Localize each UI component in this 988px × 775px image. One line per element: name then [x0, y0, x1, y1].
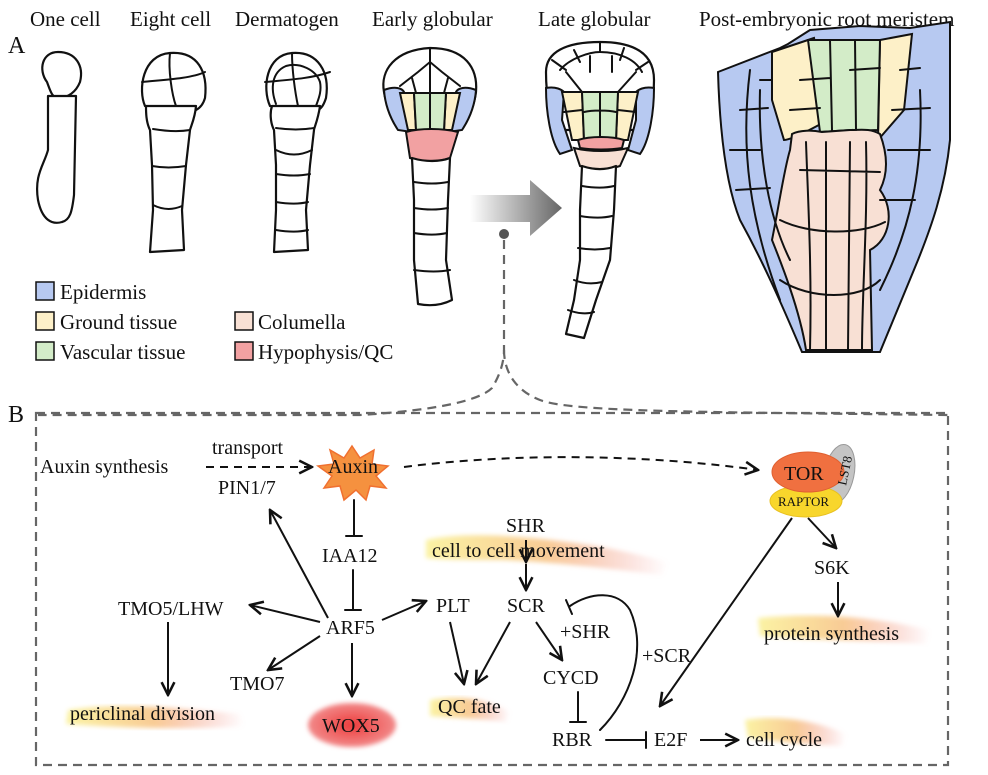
node-protein-synthesis: protein synthesis	[764, 623, 899, 645]
legend-item-hypophysis-qc: Hypophysis/QC	[234, 340, 393, 364]
node-tmo7: TMO7	[230, 673, 284, 695]
node-cell-movement: cell to cell movement	[432, 540, 605, 562]
node-lst8: LST8	[834, 455, 855, 487]
columella-swatch	[234, 311, 254, 331]
node-rbr: RBR	[552, 729, 593, 751]
embryo-eight-cell	[141, 51, 207, 254]
svg-text:Columella: Columella	[258, 310, 346, 334]
epidermis-swatch	[35, 281, 55, 301]
label-plus-shr: +SHR	[560, 621, 611, 643]
node-cycd: CYCD	[543, 667, 599, 689]
node-qc-fate: QC fate	[438, 696, 501, 718]
stage-title-one-cell: One cell	[30, 7, 101, 31]
vascular-swatch	[35, 341, 55, 361]
svg-text:Vascular tissue: Vascular tissue	[60, 340, 185, 364]
embryo-dermatogen	[264, 51, 331, 254]
label-plus-scr: +SCR	[642, 645, 692, 667]
legend: Epidermis Ground tissue Vascular tissue …	[35, 280, 393, 364]
legend-item-epidermis: Epidermis	[35, 280, 146, 304]
svg-text:Hypophysis/QC: Hypophysis/QC	[258, 340, 393, 364]
svg-text:Epidermis: Epidermis	[60, 280, 146, 304]
node-s6k: S6K	[814, 557, 850, 579]
node-auxin-synthesis: Auxin synthesis	[40, 456, 169, 478]
panel-b-label: B	[8, 402, 24, 428]
node-raptor: RAPTOR	[778, 494, 829, 509]
tor-complex: TOR RAPTOR LST8	[769, 443, 856, 518]
signaling-network: Auxin synthesis transport PIN1/7 Auxin I…	[40, 437, 899, 751]
svg-text:Ground tissue: Ground tissue	[60, 310, 177, 334]
auxin-burst-icon	[316, 444, 390, 502]
legend-item-ground-tissue: Ground tissue	[35, 310, 177, 334]
node-shr: SHR	[506, 515, 546, 537]
embryo-one-cell	[36, 50, 83, 224]
node-arf5: ARF5	[326, 617, 375, 639]
stage-title-eight-cell: Eight cell	[130, 7, 211, 31]
node-cell-cycle: cell cycle	[746, 729, 822, 751]
node-tor: TOR	[784, 463, 824, 485]
node-scr: SCR	[507, 595, 545, 617]
ground-swatch	[35, 311, 55, 331]
node-plt: PLT	[436, 595, 470, 617]
node-tmo5-lhw: TMO5/LHW	[118, 598, 224, 620]
highlights	[66, 535, 930, 746]
embryo-late-globular	[544, 40, 656, 340]
stage-title-early-globular: Early globular	[372, 7, 493, 31]
node-periclinal-division: periclinal division	[70, 703, 215, 725]
label-transport: transport	[212, 437, 284, 459]
panel-a-label: A	[8, 33, 26, 59]
legend-item-vascular-tissue: Vascular tissue	[35, 340, 185, 364]
node-wox5: WOX5	[322, 715, 380, 737]
node-iaa12: IAA12	[322, 545, 378, 567]
wox5-blob	[308, 703, 396, 747]
legend-item-columella: Columella	[234, 310, 346, 334]
stage-title-dermatogen: Dermatogen	[235, 7, 339, 31]
node-e2f: E2F	[654, 729, 687, 751]
panel-b-frame	[34, 411, 950, 767]
node-pin1-7: PIN1/7	[218, 477, 276, 499]
embryo-early-globular	[382, 46, 478, 307]
node-auxin: Auxin	[328, 456, 378, 478]
root-meristem	[716, 20, 951, 353]
progression-arrow	[38, 180, 949, 417]
qc-swatch	[234, 341, 254, 361]
stage-title-late-globular: Late globular	[538, 7, 651, 31]
